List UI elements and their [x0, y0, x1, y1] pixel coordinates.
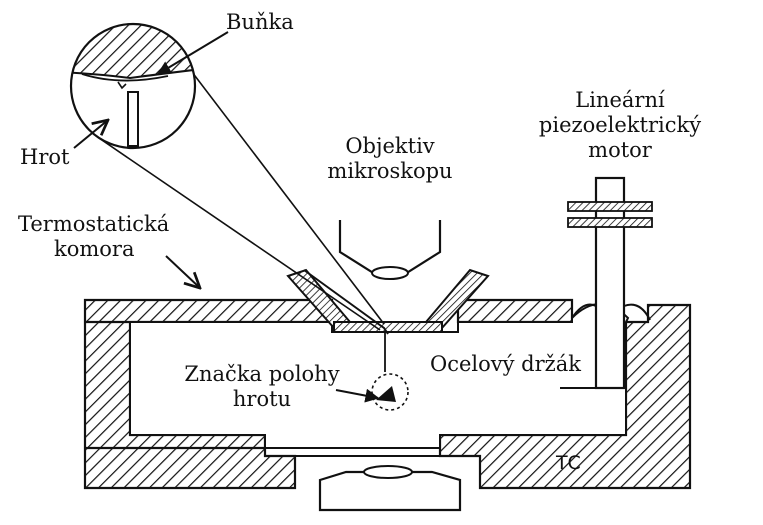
- steel-holder: [594, 176, 626, 390]
- inset-outline: [69, 22, 197, 150]
- chamber-bottom-window: [265, 447, 441, 457]
- label-tc: TC: [556, 452, 582, 474]
- label-objective-line2: mikroskopu: [327, 158, 453, 183]
- tip-position-arrowhead: [376, 386, 396, 402]
- label-cell: Buňka: [226, 10, 294, 34]
- label-tip: Hrot: [20, 145, 70, 169]
- coverslip-holder: [333, 321, 443, 333]
- label-objective: Objektiv mikroskopu: [320, 134, 460, 184]
- zoom-line-upper: [159, 29, 385, 325]
- label-tip-marker-line2: hrotu: [232, 386, 292, 411]
- condenser-body: [318, 470, 462, 512]
- motor-clamp-1: [567, 201, 653, 212]
- label-motor: Lineární piezoelektrický motor: [520, 88, 720, 162]
- condenser-lens: [363, 465, 413, 479]
- label-chamber-line2: komora: [54, 236, 135, 261]
- label-tip-marker-line1: Značka polohy: [184, 362, 340, 386]
- label-steel-holder: Ocelový držák: [430, 352, 581, 376]
- holder-dome: [571, 303, 651, 321]
- objective-lens: [371, 266, 409, 280]
- tip-pointer: [73, 120, 108, 149]
- label-motor-line2: piezoelektrický: [538, 112, 702, 137]
- chamber-pointer: [165, 255, 200, 288]
- label-motor-line3: motor: [588, 137, 652, 162]
- label-chamber-line1: Termostatická: [18, 212, 170, 236]
- label-objective-line1: Objektiv: [345, 134, 435, 158]
- cell-pointer: [156, 31, 229, 75]
- label-tip-marker: Značka polohy hrotu: [176, 362, 348, 412]
- motor-clamp-2: [567, 217, 653, 228]
- objective-body: [338, 220, 442, 276]
- pipette: [303, 269, 389, 335]
- marker-arrow: [335, 388, 380, 403]
- label-chamber: Termostatická komora: [18, 212, 169, 262]
- label-motor-line1: Lineární: [575, 88, 665, 112]
- zoom-line-lower: [95, 135, 381, 331]
